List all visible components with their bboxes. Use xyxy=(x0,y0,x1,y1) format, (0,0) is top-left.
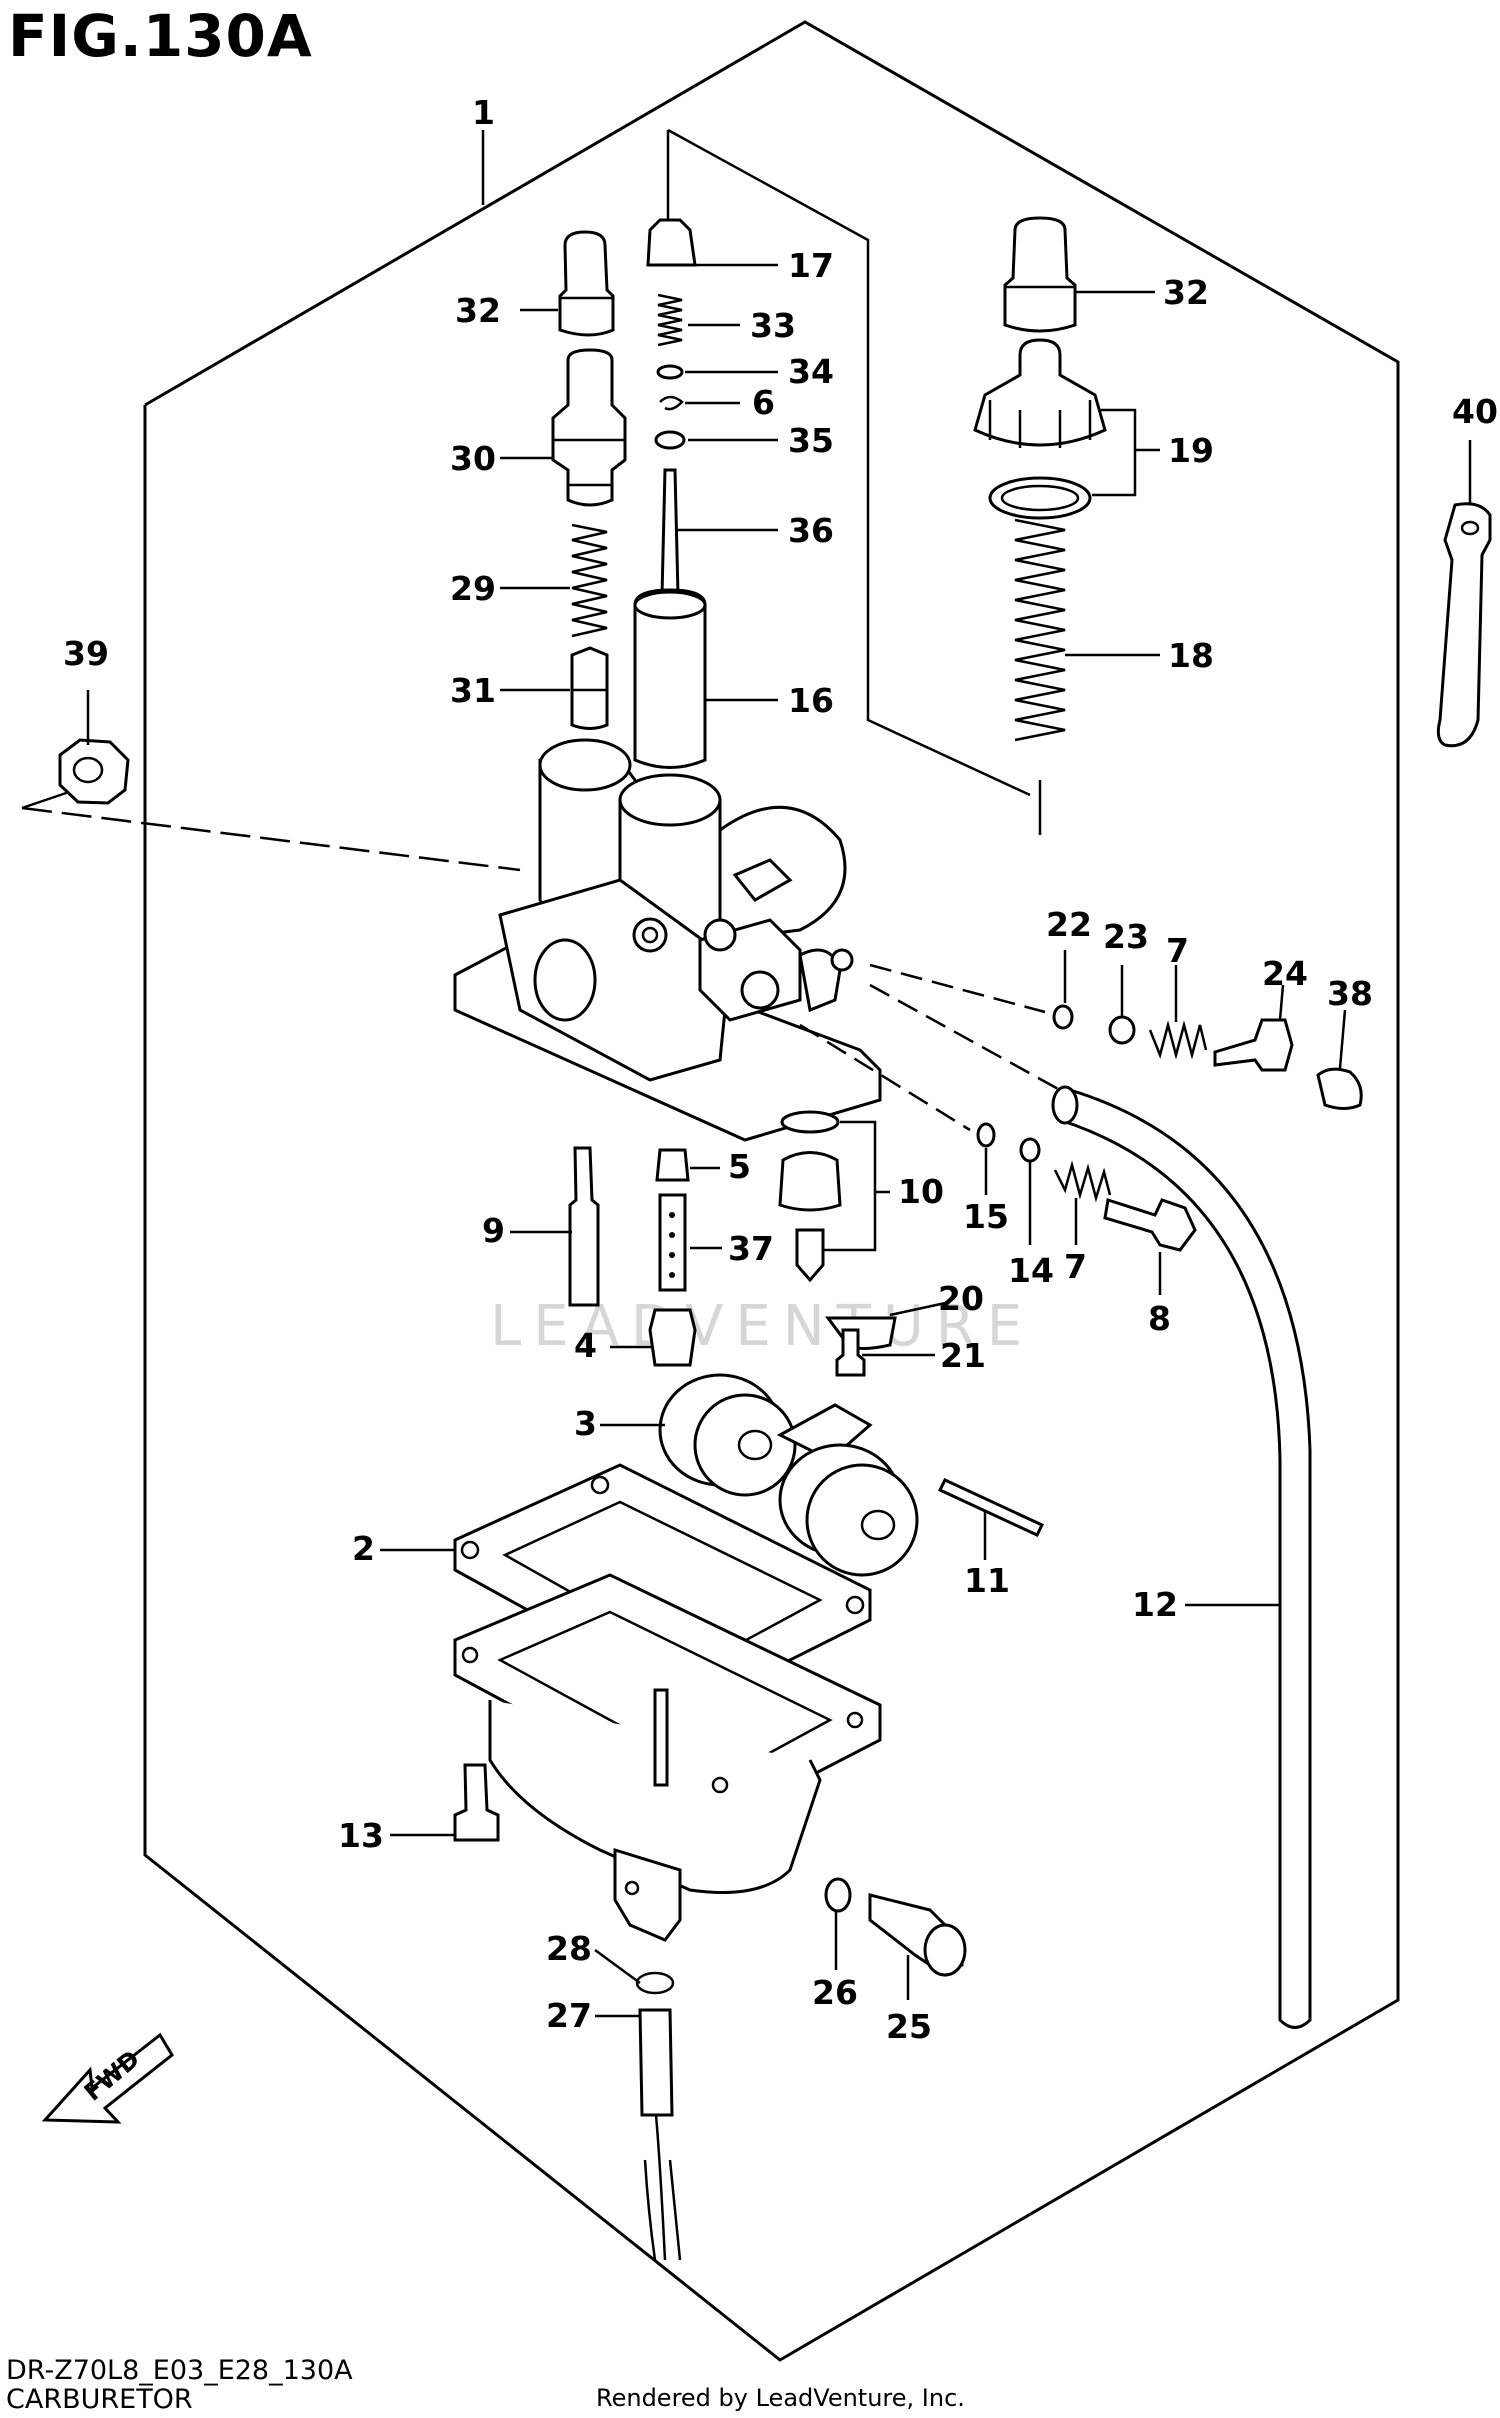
callout-26: 26 xyxy=(812,1973,858,2012)
dash-12 xyxy=(869,983,1061,1092)
part-21-screw xyxy=(835,1328,866,1377)
part-2-gasket xyxy=(453,1463,872,1707)
callout-7-lower: 7 xyxy=(1064,1247,1087,1286)
callout-32-right: 32 xyxy=(1163,273,1209,312)
callout-8: 8 xyxy=(1148,1299,1171,1338)
callout-30: 30 xyxy=(450,439,496,478)
section-name: CARBURETOR xyxy=(6,2384,193,2415)
part-11-float-pin xyxy=(937,1478,1045,1537)
part-38-cap xyxy=(1316,1067,1363,1110)
callout-40: 40 xyxy=(1452,392,1498,431)
model-code: DR-Z70L8_E03_E28_130A xyxy=(6,2355,353,2386)
part-37-needle-jet xyxy=(658,1193,687,1292)
part-32-cap-left xyxy=(558,230,615,337)
callout-20: 20 xyxy=(938,1279,984,1318)
callout-32-left: 32 xyxy=(455,291,501,330)
part-23-washer xyxy=(1108,1015,1136,1045)
callout-2: 2 xyxy=(352,1529,375,1568)
callout-23: 23 xyxy=(1103,917,1149,956)
callout-17: 17 xyxy=(788,246,834,285)
nut-dash-line xyxy=(21,806,521,872)
part-4-jet-holder xyxy=(648,1308,697,1367)
callout-31: 31 xyxy=(450,671,496,710)
callout-15: 15 xyxy=(963,1197,1009,1236)
callout-35: 35 xyxy=(788,421,834,460)
callout-39: 39 xyxy=(63,634,109,673)
callout-3: 3 xyxy=(574,1404,597,1443)
part-17-top-cap xyxy=(646,218,697,267)
part-5-main-jet xyxy=(655,1148,690,1182)
callout-1: 1 xyxy=(472,93,495,132)
part-float-bowl xyxy=(453,1573,882,1942)
part-31-piston xyxy=(570,646,609,730)
part-29-spring xyxy=(571,523,608,638)
part-33-spring xyxy=(657,293,683,347)
part-32-cap-right xyxy=(1003,216,1077,333)
part-1-carburetor-body xyxy=(453,738,882,1142)
callout-5: 5 xyxy=(728,1147,751,1186)
callout-37: 37 xyxy=(728,1229,774,1268)
callout-24: 24 xyxy=(1262,954,1308,993)
callout-25: 25 xyxy=(886,2007,932,2046)
callout-22: 22 xyxy=(1046,905,1092,944)
part-3-float xyxy=(658,1373,919,1577)
part-16-throttle-valve xyxy=(633,588,707,769)
callout-21: 21 xyxy=(940,1336,986,1375)
part-30-throttle-stop xyxy=(551,348,627,507)
callout-9: 9 xyxy=(482,1211,505,1250)
part-26-washer xyxy=(824,1877,852,1913)
part-28-clamp xyxy=(635,1971,675,1995)
dash-15 xyxy=(799,1023,971,1132)
part-6-clip xyxy=(659,395,684,411)
part-40-strap xyxy=(1436,502,1492,748)
callout-4: 4 xyxy=(574,1326,597,1365)
callout-11: 11 xyxy=(964,1561,1010,1600)
part-39-nut xyxy=(58,738,130,805)
assembly-frame xyxy=(143,20,1400,2362)
part-14-washer xyxy=(1019,1137,1041,1163)
callout-10: 10 xyxy=(898,1172,944,1211)
part-12-vent-tube xyxy=(1058,1088,1312,2029)
callout-14: 14 xyxy=(1008,1251,1054,1290)
dash-22 xyxy=(869,963,1046,1014)
nut-lead-line xyxy=(21,788,76,810)
part-25-air-screw xyxy=(868,1893,967,1977)
part-27-drain-hose xyxy=(638,2008,682,2261)
part-13-screw xyxy=(453,1763,500,1842)
callout-7-upper: 7 xyxy=(1166,931,1189,970)
leader-lines xyxy=(86,130,1472,2018)
part-35-seat xyxy=(654,430,686,450)
part-15-o-ring xyxy=(976,1122,996,1148)
callout-19: 19 xyxy=(1168,431,1214,470)
assembly-frame-inner xyxy=(667,128,1031,797)
callout-36: 36 xyxy=(788,511,834,550)
callout-12: 12 xyxy=(1132,1585,1178,1624)
fwd-arrow-icon: FWD xyxy=(41,2032,174,2124)
callout-labels: 1 2 3 4 5 6 7 7 8 9 10 11 12 13 14 15 16… xyxy=(63,93,1498,2046)
part-9-pilot-jet xyxy=(568,1146,600,1307)
part-18-spring xyxy=(1014,518,1066,742)
callout-6: 6 xyxy=(752,383,775,422)
callout-27: 27 xyxy=(546,1996,592,2035)
callout-28: 28 xyxy=(546,1929,592,1968)
figure-title: FIG.130A xyxy=(8,2,313,70)
part-7-spring-lower xyxy=(1053,1160,1112,1203)
callout-18: 18 xyxy=(1168,636,1214,675)
part-7-spring-upper xyxy=(1148,1020,1208,1060)
part-34-washer xyxy=(656,364,684,380)
part-8-idle-screw xyxy=(1103,1198,1197,1252)
callout-13: 13 xyxy=(338,1816,384,1855)
part-19-mixing-chamber-cap xyxy=(973,338,1107,520)
callout-16: 16 xyxy=(788,681,834,720)
part-10-needle-valve-set xyxy=(778,1110,842,1283)
callout-34: 34 xyxy=(788,352,834,391)
callout-29: 29 xyxy=(450,569,496,608)
render-credit: Rendered by LeadVenture, Inc. xyxy=(596,2384,965,2412)
callout-33: 33 xyxy=(750,306,796,345)
callout-38: 38 xyxy=(1327,974,1373,1013)
part-22-o-ring xyxy=(1052,1004,1074,1030)
part-36-needle xyxy=(660,468,680,597)
part-24-pilot-screw xyxy=(1213,1018,1294,1072)
